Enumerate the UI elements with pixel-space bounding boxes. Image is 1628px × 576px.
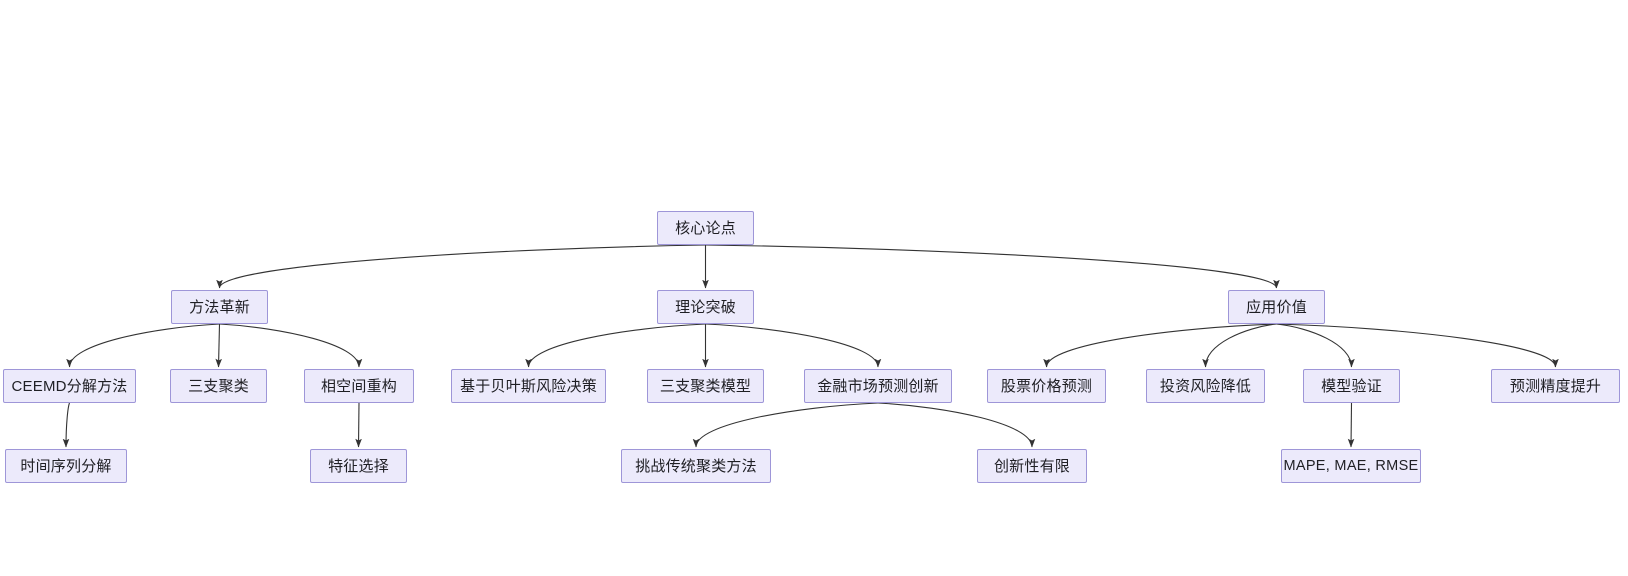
node-limited[interactable]: 创新性有限 — [977, 449, 1087, 483]
edge-method-to-phase — [219, 323, 363, 368]
node-label: 挑战传统聚类方法 — [635, 457, 757, 475]
node-tsdecomp[interactable]: 时间序列分解 — [5, 449, 127, 483]
node-label: 预测精度提升 — [1509, 377, 1602, 395]
edge-theory-to-bayes — [525, 323, 706, 368]
node-metrics[interactable]: MAPE, MAE, RMSE — [1281, 449, 1421, 483]
edge-root-to-method — [216, 244, 706, 289]
node-label: 模型验证 — [1321, 377, 1382, 395]
edge-validate-to-metrics — [1347, 402, 1355, 448]
node-feature[interactable]: 特征选择 — [310, 449, 407, 483]
node-label: MAPE, MAE, RMSE — [1283, 457, 1419, 474]
edge-theory-to-finance — [705, 323, 882, 368]
node-cluster3m[interactable]: 三支聚类模型 — [647, 369, 764, 403]
node-label: 相空间重构 — [320, 377, 397, 395]
node-label: 基于贝叶斯风险决策 — [460, 377, 597, 395]
node-label: 创新性有限 — [993, 457, 1070, 475]
node-root[interactable]: 核心论点 — [657, 211, 754, 245]
node-label: 理论突破 — [675, 298, 736, 316]
edge-paths — [62, 244, 1559, 448]
node-label: 金融市场预测创新 — [817, 377, 939, 395]
node-label: 时间序列分解 — [20, 457, 112, 475]
edge-phase-to-feature — [355, 402, 362, 448]
node-label: 方法革新 — [189, 298, 250, 316]
edge-finance-to-challenge — [692, 402, 879, 448]
node-label: 应用价值 — [1246, 298, 1307, 316]
node-challenge[interactable]: 挑战传统聚类方法 — [621, 449, 771, 483]
edge-ceemd-to-tsdecomp — [62, 402, 71, 448]
node-label: 核心论点 — [675, 219, 736, 237]
node-label: 投资风险降低 — [1159, 377, 1252, 395]
edge-method-to-cluster3 — [215, 323, 222, 368]
edge-finance-to-limited — [877, 402, 1036, 448]
node-label: 三支聚类模型 — [659, 377, 752, 395]
node-bayes[interactable]: 基于贝叶斯风险决策 — [451, 369, 606, 403]
edge-value-to-accuracy — [1276, 323, 1559, 368]
node-theory[interactable]: 理论突破 — [657, 290, 754, 324]
node-validate[interactable]: 模型验证 — [1303, 369, 1400, 403]
node-accuracy[interactable]: 预测精度提升 — [1491, 369, 1620, 403]
node-ceemd[interactable]: CEEMD分解方法 — [3, 369, 136, 403]
node-risk[interactable]: 投资风险降低 — [1146, 369, 1265, 403]
node-label: CEEMD分解方法 — [11, 377, 128, 395]
edge-value-to-validate — [1276, 323, 1355, 368]
node-label: 股票价格预测 — [1000, 377, 1093, 395]
node-label: 特征选择 — [328, 457, 389, 475]
edge-root-to-value — [705, 244, 1280, 289]
edge-method-to-ceemd — [66, 323, 220, 368]
node-label: 三支聚类 — [188, 377, 249, 395]
node-finance[interactable]: 金融市场预测创新 — [804, 369, 952, 403]
node-cluster3[interactable]: 三支聚类 — [170, 369, 267, 403]
node-method[interactable]: 方法革新 — [171, 290, 268, 324]
node-value[interactable]: 应用价值 — [1228, 290, 1325, 324]
edge-value-to-stock — [1043, 323, 1277, 368]
node-stock[interactable]: 股票价格预测 — [987, 369, 1106, 403]
edge-value-to-risk — [1202, 323, 1277, 368]
node-phase[interactable]: 相空间重构 — [304, 369, 414, 403]
